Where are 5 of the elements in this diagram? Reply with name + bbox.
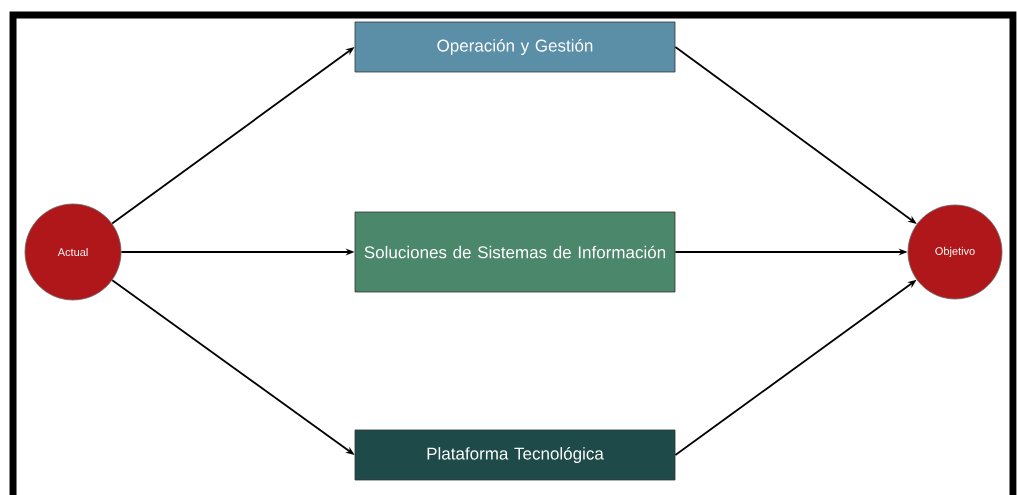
process-box: Plataforma Tecnológica [354, 429, 676, 481]
circle-node: Objetivo [907, 204, 1003, 300]
circle-node: Actual [24, 203, 122, 301]
process-box: Operación y Gestión [354, 21, 676, 73]
process-box: Soluciones de Sistemas de Información [354, 211, 676, 293]
